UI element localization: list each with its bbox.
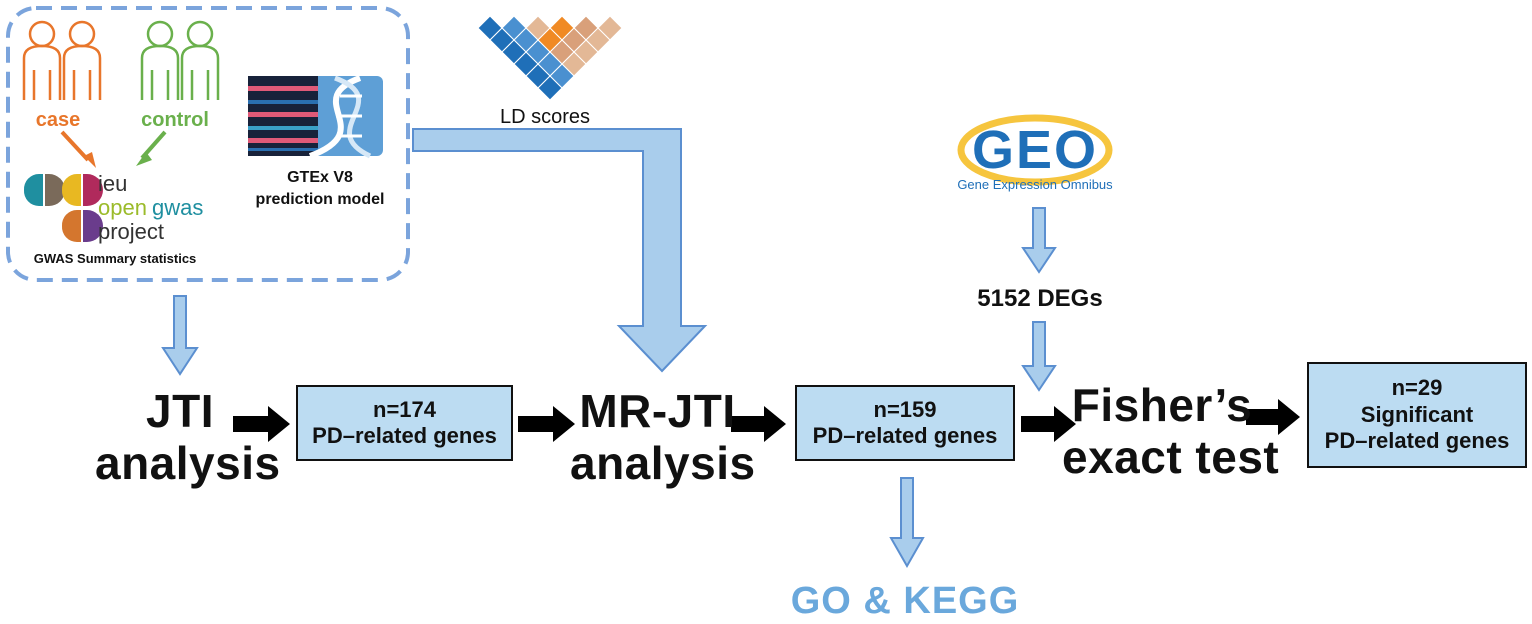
jti-line1: JTI xyxy=(146,385,214,437)
open-text: open xyxy=(98,195,147,220)
jti-line2: analysis xyxy=(95,436,281,489)
gwas-text: gwas xyxy=(152,195,204,220)
ld-scores-label: LD scores xyxy=(499,106,591,128)
control-people-icon xyxy=(140,20,220,100)
gtex-label-line1: GTEx V8 xyxy=(287,169,353,186)
jti-analysis-label: JTI analysis xyxy=(95,385,281,489)
control-arrow-icon xyxy=(136,130,167,166)
box1-label: PD–related genes xyxy=(312,423,497,448)
geo-subtitle: Gene Expression Omnibus xyxy=(957,177,1113,192)
ieu-gwas-logo-icon xyxy=(23,173,103,243)
geo-logo-icon: GEO xyxy=(957,114,1113,186)
case-people-icon xyxy=(22,20,102,100)
gtex-dna-icon xyxy=(248,75,383,159)
ld-heatmap-icon xyxy=(477,15,623,101)
box3-count: n=29 xyxy=(1391,375,1443,401)
box3-line2: Significant xyxy=(1360,401,1474,427)
mrjti-to-box2-arrow xyxy=(731,406,786,442)
gwas-to-jti-arrow xyxy=(161,295,199,376)
geo-logo-text: GEO xyxy=(972,120,1098,180)
gwas-caption: GWAS Summary statistics xyxy=(33,251,197,266)
fisher-to-box3-arrow xyxy=(1246,399,1300,435)
mrjti-line1: MR-JTI xyxy=(579,385,736,437)
box2-count: n=159 xyxy=(873,396,937,422)
box1-to-mrjti-arrow xyxy=(518,406,575,442)
geo-to-degs-arrow xyxy=(1021,207,1057,274)
case-arrow-icon xyxy=(60,130,96,168)
mrjti-line2: analysis xyxy=(570,436,756,489)
gtex-label-line2: prediction model xyxy=(255,191,385,208)
fisher-line2: exact test xyxy=(1062,430,1280,483)
box1-count: n=174 xyxy=(373,396,436,422)
fisher-test-label: Fisher’s exact test xyxy=(1062,379,1280,483)
degs-label: 5152 DEGs xyxy=(977,285,1103,312)
degs-to-fisher-arrow xyxy=(1021,321,1057,392)
box2-label: PD–related genes xyxy=(812,423,998,448)
go-kegg-label: GO & KEGG xyxy=(790,580,1020,622)
mrjti-analysis-label: MR-JTI analysis xyxy=(570,385,756,489)
ld-to-mrjti-arrow xyxy=(412,128,708,373)
ieu-text: ieu xyxy=(98,171,128,196)
ld-cell xyxy=(537,75,563,101)
box3-line3: PD–related genes xyxy=(1324,428,1510,454)
box2-to-fisher-arrow xyxy=(1021,406,1076,442)
project-text: project xyxy=(98,219,165,244)
fisher-line1: Fisher’s xyxy=(1071,379,1253,431)
result-box-n29: n=29 Significant PD–related genes xyxy=(1307,362,1527,468)
jti-to-box1-arrow xyxy=(233,406,290,442)
result-box-n174: n=174 PD–related genes xyxy=(296,385,513,461)
control-label: control xyxy=(141,109,209,131)
case-label: case xyxy=(35,109,81,131)
box2-to-gokegg-arrow xyxy=(889,477,925,569)
result-box-n159: n=159 PD–related genes xyxy=(795,385,1015,461)
